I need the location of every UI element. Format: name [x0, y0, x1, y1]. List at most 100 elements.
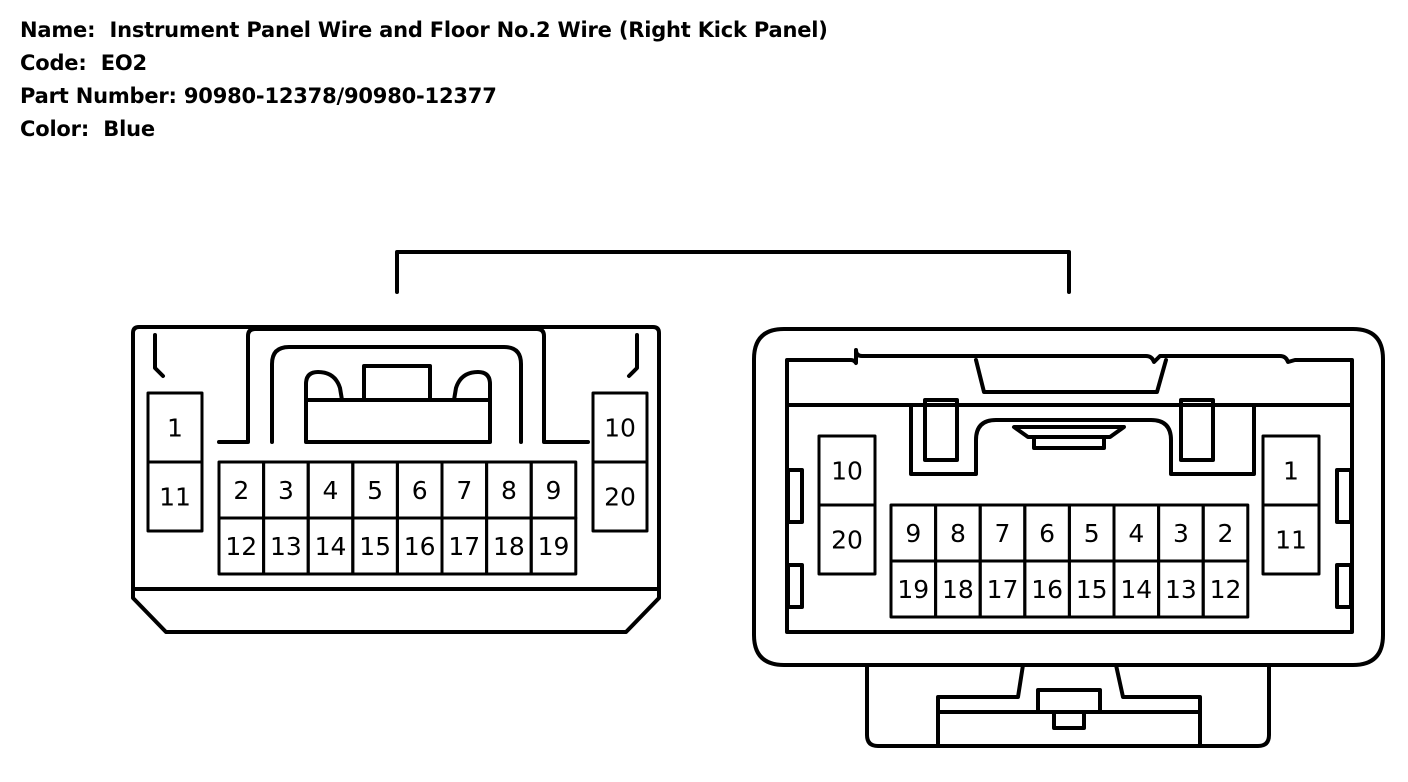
left-pin-11: 11: [146, 460, 204, 533]
right-pin-9: 9: [889, 503, 938, 563]
right-pin-18: 18: [934, 559, 982, 619]
pin-number: 9: [546, 476, 562, 505]
right-latch-channel: [909, 403, 1256, 476]
pin-number: 4: [323, 476, 339, 505]
right-inner-top-notch: [974, 358, 1168, 394]
right-inner-outline: [785, 348, 1354, 634]
left-pin-2: 2: [217, 460, 266, 520]
left-housing-outline: [131, 325, 661, 634]
right-pin-10: 10: [817, 434, 877, 507]
pin-number: 15: [359, 532, 391, 561]
pin-number: 7: [456, 476, 472, 505]
right-guide-slot-right-top: [1335, 468, 1353, 524]
connector-info: Name: Instrument Panel Wire and Floor No…: [20, 14, 828, 146]
pin-number: 15: [1076, 575, 1108, 604]
right-pin-15: 15: [1067, 559, 1116, 619]
color-line: Color: Blue: [20, 113, 828, 146]
right-pin-6: 6: [1023, 503, 1071, 563]
code-label: Code:: [20, 51, 87, 75]
pin-number: 16: [1031, 575, 1063, 604]
right-housing-outline: [752, 327, 1385, 667]
pin-cell-frame: [817, 503, 877, 576]
right-pin-17: 17: [978, 559, 1027, 619]
pin-number: 12: [1210, 575, 1242, 604]
left-pin-14: 14: [306, 516, 355, 576]
pin-number: 10: [604, 414, 636, 443]
left-pin-18: 18: [485, 516, 533, 576]
pin-number: 6: [1039, 519, 1055, 548]
pin-number: 8: [950, 519, 966, 548]
right-pin-7: 7: [978, 503, 1027, 563]
right-pin-19: 19: [889, 559, 938, 619]
left-latch-hook-left: [304, 370, 344, 402]
right-pin-8: 8: [934, 503, 982, 563]
pin-number: 3: [278, 476, 294, 505]
pin-number: 10: [831, 457, 863, 486]
pin-number: 19: [538, 532, 570, 561]
left-latch-hook-right: [452, 370, 492, 402]
right-pin-16: 16: [1023, 559, 1071, 619]
left-inner-wall-left: [153, 333, 165, 378]
right-pin-2: 2: [1201, 503, 1250, 563]
right-lock-housing-inner: [936, 663, 1202, 748]
left-latch-frame-outer: [217, 327, 590, 444]
pin-number: 17: [448, 532, 480, 561]
left-latch-tab: [362, 364, 432, 402]
left-pin-15: 15: [351, 516, 399, 576]
right-pin-5: 5: [1067, 503, 1116, 563]
pin-cell-frame: [591, 460, 649, 533]
pin-cell-frame: [146, 460, 204, 533]
pin-number: 14: [315, 532, 347, 561]
pin-number: 6: [412, 476, 428, 505]
pin-number: 19: [897, 575, 929, 604]
left-pin-7: 7: [440, 460, 489, 520]
name-value: Instrument Panel Wire and Floor No.2 Wir…: [109, 18, 828, 42]
right-guide-slot-left-bottom: [786, 563, 804, 609]
right-pin-1: 1: [1261, 434, 1321, 507]
pin-number: 11: [1275, 526, 1307, 555]
pin-number: 1: [1283, 457, 1299, 486]
left-pin-8: 8: [485, 460, 533, 520]
left-inner-wall-right: [627, 333, 639, 378]
left-pin-1: 1: [146, 391, 204, 464]
left-latch-frame-mid: [304, 398, 492, 444]
left-pin-12: 12: [217, 516, 266, 576]
right-lock-tab: [1036, 688, 1102, 730]
left-pin-5: 5: [351, 460, 399, 520]
right-latch-post-left: [923, 398, 959, 462]
pin-number: 14: [1120, 575, 1152, 604]
right-pin-4: 4: [1112, 503, 1161, 563]
left-pin-20: 20: [591, 460, 649, 533]
pin-number: 5: [1084, 519, 1100, 548]
pin-cell-frame: [1261, 503, 1321, 576]
pin-number: 4: [1128, 519, 1144, 548]
pin-number: 3: [1173, 519, 1189, 548]
pin-number: 11: [159, 483, 191, 512]
code-value: EO2: [100, 51, 147, 75]
part-number-label: Part Number:: [20, 84, 177, 108]
name-label: Name:: [20, 18, 96, 42]
color-value: Blue: [103, 117, 155, 141]
left-pin-16: 16: [395, 516, 444, 576]
color-label: Color:: [20, 117, 90, 141]
pin-number: 20: [831, 526, 863, 555]
right-guide-slot-right-bottom: [1335, 563, 1353, 609]
left-pin-10: 10: [591, 391, 649, 464]
right-latch-bar: [1012, 425, 1126, 450]
pin-number: 18: [942, 575, 974, 604]
right-lock-housing: [865, 663, 1271, 748]
pin-number: 20: [604, 483, 636, 512]
pin-number: 16: [404, 532, 436, 561]
mating-bracket: [395, 250, 1071, 294]
code-line: Code: EO2: [20, 47, 828, 80]
pin-number: 18: [493, 532, 525, 561]
left-pin-19: 19: [529, 516, 578, 576]
right-latch-post-right: [1179, 398, 1215, 462]
pin-number: 12: [225, 532, 257, 561]
right-pin-3: 3: [1157, 503, 1205, 563]
pin-number: 8: [501, 476, 517, 505]
pin-number: 2: [1218, 519, 1234, 548]
